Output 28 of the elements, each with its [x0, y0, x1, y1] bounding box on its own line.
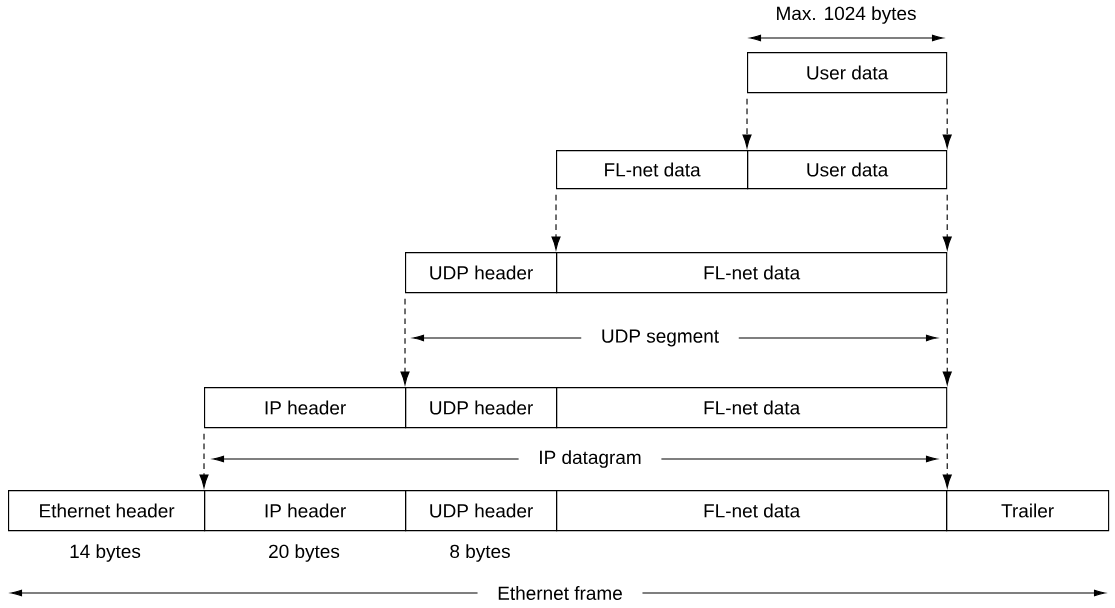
dashed-arrow	[942, 298, 952, 385]
size-label: 20 bytes	[269, 544, 340, 562]
field-cell: UDP header	[405, 490, 558, 532]
field-cell: FL-net data	[556, 490, 948, 532]
size-label: 14 bytes	[70, 544, 141, 562]
dashed-arrow	[942, 194, 952, 250]
dimension-label: Max. 1024 bytes	[777, 6, 916, 24]
field-cell: IP header	[204, 387, 407, 429]
size-label: 8 bytes	[450, 544, 510, 562]
field-cell: FL-net data	[556, 252, 948, 294]
dimension-label: UDP segment	[581, 328, 739, 348]
dashed-arrow	[199, 433, 209, 488]
field-cell: Ethernet header	[8, 490, 206, 532]
field-cell: UDP header	[405, 252, 558, 294]
dashed-arrow	[742, 98, 752, 148]
field-cell: User data	[747, 52, 948, 94]
field-cell: UDP header	[405, 387, 558, 429]
dashed-arrow	[400, 298, 410, 385]
dashed-arrow	[551, 194, 561, 250]
field-cell: Trailer	[946, 490, 1110, 532]
dimension-label: Ethernet frame	[477, 584, 643, 602]
dashed-arrow	[942, 433, 952, 488]
field-cell: User data	[747, 150, 948, 190]
dashed-arrow	[942, 98, 952, 148]
field-cell: IP header	[204, 490, 407, 532]
field-cell: FL-net data	[556, 150, 749, 190]
dimension-label: IP datagram	[518, 448, 662, 470]
field-cell: FL-net data	[556, 387, 948, 429]
